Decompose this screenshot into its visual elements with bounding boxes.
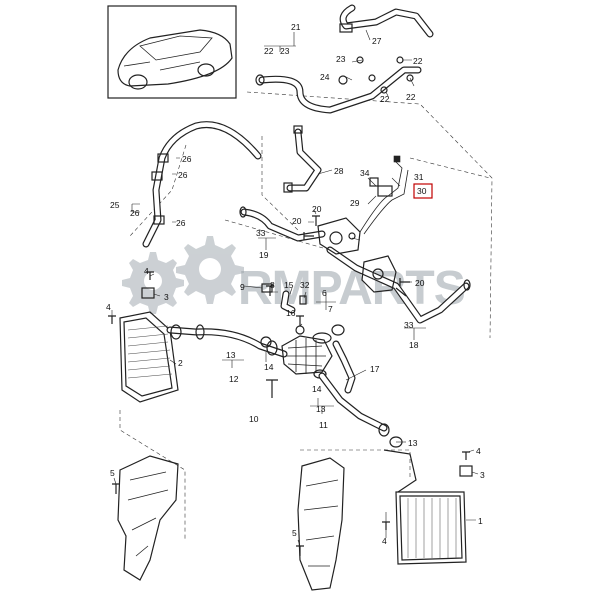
- part-label-25: 25: [110, 200, 120, 210]
- vent-hose-17: [332, 340, 356, 394]
- part-label-16: 16: [286, 308, 296, 318]
- thermostat-housing: [317, 217, 397, 293]
- part-label-5-left: 5: [110, 468, 115, 478]
- coolant-hose-27: [339, 4, 434, 38]
- part-label-10: 10: [249, 414, 259, 424]
- throttle-housing-connector: [281, 324, 345, 379]
- part-label-33-right: 33: [404, 320, 414, 330]
- part-label-23-right: 23: [336, 54, 346, 64]
- part-label-26-b: 26: [178, 170, 188, 180]
- part-label-24: 24: [320, 72, 330, 82]
- intercooler-right-1: [383, 449, 473, 565]
- part-label-33-top: 33: [256, 228, 266, 238]
- watermark-gear-icon-2: [176, 236, 244, 304]
- sensor-wiring-30: [359, 155, 409, 235]
- part-label-21: 21: [291, 22, 301, 32]
- part-label-13-right: 13: [408, 438, 418, 448]
- part-label-29: 29: [350, 198, 360, 208]
- intercooler-left-2: [119, 287, 179, 403]
- part-label-4-left: 4: [106, 302, 111, 312]
- part-label-34: 34: [360, 168, 370, 178]
- part-label-5-right: 5: [292, 528, 297, 538]
- watermark-logo: RMPARTS: [122, 236, 466, 315]
- part-label-26-d: 26: [176, 218, 186, 228]
- air-guide-right: [297, 457, 345, 591]
- part-label-30: 30: [417, 186, 427, 196]
- part-label-22-right-bottom: 22: [406, 92, 416, 102]
- part-label-20-mid: 20: [292, 216, 302, 226]
- part-label-9: 9: [240, 282, 245, 292]
- part-label-2: 2: [178, 358, 183, 368]
- leader-lines: [111, 29, 479, 547]
- part-label-32: 32: [300, 280, 310, 290]
- part-label-12: 12: [229, 374, 239, 384]
- part-label-30-box: [413, 183, 433, 199]
- part-label-14-left: 14: [264, 362, 274, 372]
- air-guide-left: [117, 455, 179, 581]
- part-label-19: 19: [259, 250, 269, 260]
- part-label-17: 17: [370, 364, 380, 374]
- vehicle-thumbnail: [107, 5, 237, 99]
- part-label-3-right: 3: [480, 470, 485, 480]
- part-number-labels: 21 22 23 27 23 24 22 22 22 26 26 25 26 2…: [106, 22, 485, 546]
- part-label-3-left: 3: [164, 292, 169, 302]
- coolant-pipe-19: [239, 206, 326, 242]
- watermark-text: RMPARTS: [238, 262, 465, 315]
- part-label-13-mid: 13: [316, 404, 326, 414]
- part-label-15: 15: [284, 280, 294, 290]
- part-label-22-left: 22: [264, 46, 274, 56]
- dashed-grouping-lines: [119, 91, 493, 540]
- coolant-hose-25: [142, 121, 262, 248]
- part-label-20-top: 20: [312, 204, 322, 214]
- coolant-hose-21: [255, 66, 422, 114]
- part-label-26-a: 26: [182, 154, 192, 164]
- small-parts-15-16-8-9: [260, 283, 307, 348]
- part-label-6: 6: [322, 288, 327, 298]
- charge-air-hose-12: [166, 324, 288, 358]
- part-label-4-right-bottom: 4: [382, 536, 387, 546]
- part-label-14-right: 14: [312, 384, 322, 394]
- vent-hose-28: [283, 125, 322, 193]
- part-label-13-left: 13: [226, 350, 236, 360]
- part-label-31: 31: [414, 172, 424, 182]
- part-label-22-right-top: 22: [413, 56, 423, 66]
- clamps-top: [338, 56, 414, 94]
- part-label-18: 18: [409, 340, 419, 350]
- part-label-22-mid: 22: [380, 94, 390, 104]
- charge-air-hose-11: [318, 372, 403, 448]
- part-label-28: 28: [334, 166, 344, 176]
- part-label-11: 11: [319, 420, 328, 430]
- part-label-7: 7: [328, 304, 333, 314]
- part-label-20-right: 20: [415, 278, 425, 288]
- part-label-1: 1: [478, 516, 483, 526]
- part-label-26-c: 26: [130, 208, 140, 218]
- watermark-gear-icon: [122, 252, 184, 314]
- part-label-8: 8: [270, 280, 275, 290]
- coolant-pipe-18: [326, 246, 471, 324]
- part-label-4-right-top: 4: [476, 446, 481, 456]
- part-label-4-upper-left: 4: [144, 266, 149, 276]
- part-label-27: 27: [372, 36, 382, 46]
- part-label-23-left: 23: [280, 46, 290, 56]
